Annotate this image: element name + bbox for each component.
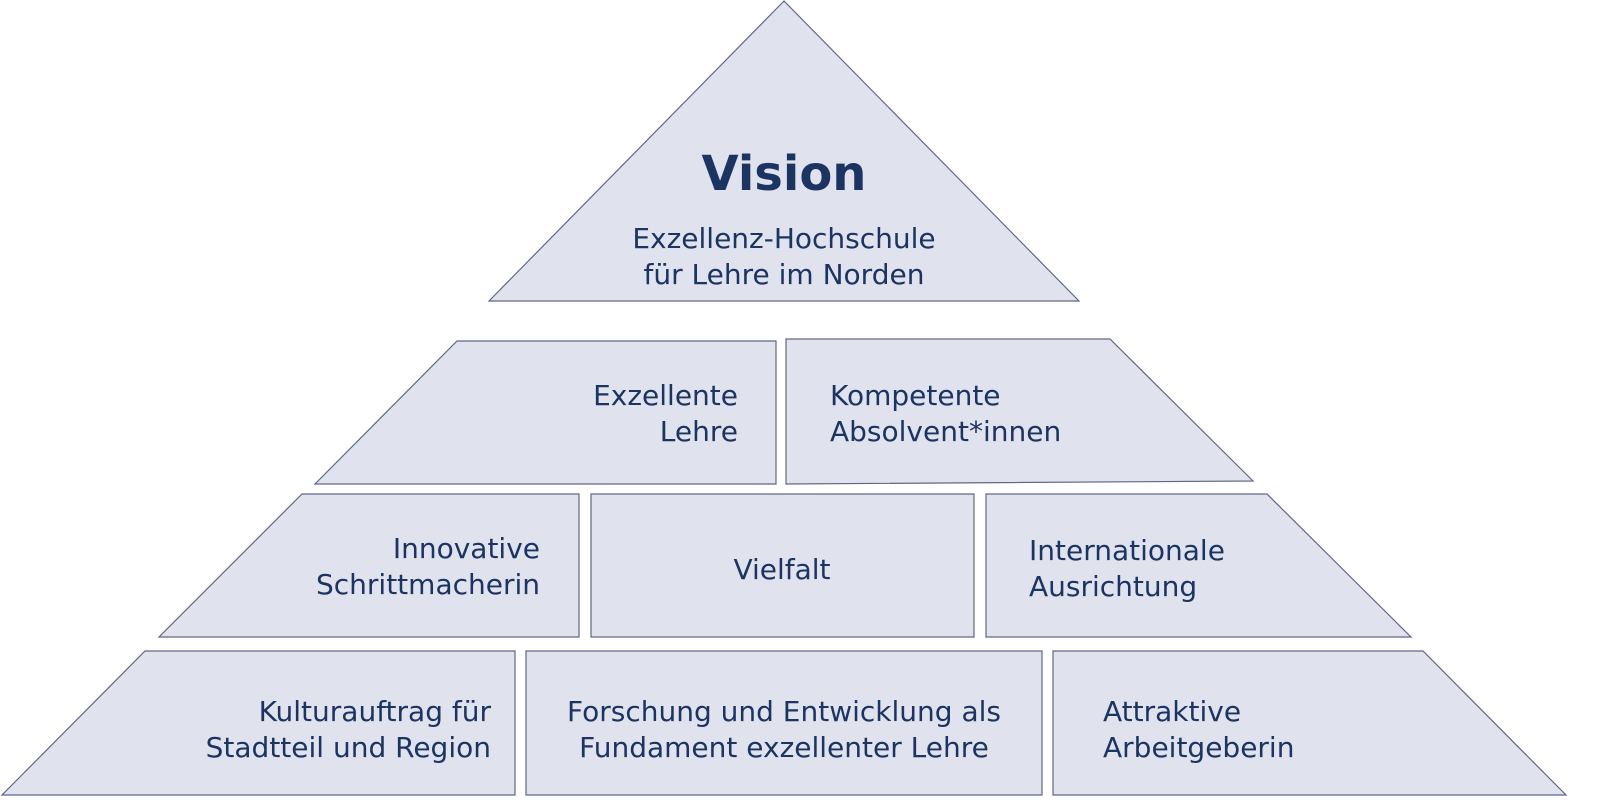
block-kulturauftrag: Kulturauftrag für Stadtteil und Region — [0, 650, 516, 796]
block-internationale-ausrichtung: Internationale Ausrichtung — [985, 493, 1413, 638]
block-label-line2: Absolvent*innen — [830, 415, 1061, 448]
block-label-line1: Kompetente — [830, 379, 1001, 412]
vision-title: Vision — [702, 146, 867, 202]
block-label-line2: Arbeitgeberin — [1103, 731, 1294, 764]
block-label-line1: Internationale — [1029, 534, 1225, 567]
block-attraktive-arbeitgeberin: Attraktive Arbeitgeberin — [1052, 650, 1568, 796]
block-label-line2: Fundament exzellenter Lehre — [579, 731, 989, 764]
block-exzellente-lehre: Exzellente Lehre — [313, 340, 777, 485]
block-label-line1: Exzellente — [593, 379, 738, 412]
vision-triangle — [487, 0, 1081, 302]
block-label-line2: Lehre — [660, 415, 738, 448]
vision-block: Vision Exzellenz-Hochschule für Lehre im… — [487, 0, 1081, 302]
block-label-line1: Forschung und Entwicklung als — [567, 695, 1001, 728]
block-label-line1: Innovative — [393, 532, 540, 565]
block-label-line2: Schrittmacherin — [316, 568, 540, 601]
block-vielfalt: Vielfalt — [590, 493, 975, 638]
block-label-line2: Stadtteil und Region — [206, 731, 491, 764]
block-label-line2: Ausrichtung — [1029, 570, 1197, 603]
block-label-line1: Kulturauftrag für — [259, 695, 492, 728]
vision-text-line1: Exzellenz-Hochschule — [632, 222, 935, 255]
vision-text-line2: für Lehre im Norden — [644, 258, 925, 291]
block-kompetente-absolventinnen: Kompetente Absolvent*innen — [785, 338, 1255, 485]
block-forschung-entwicklung: Forschung und Entwicklung als Fundament … — [525, 650, 1043, 796]
block-innovative-schrittmacherin: Innovative Schrittmacherin — [157, 493, 580, 638]
block-label-line1: Attraktive — [1103, 695, 1241, 728]
block-label-line1: Vielfalt — [733, 553, 830, 586]
